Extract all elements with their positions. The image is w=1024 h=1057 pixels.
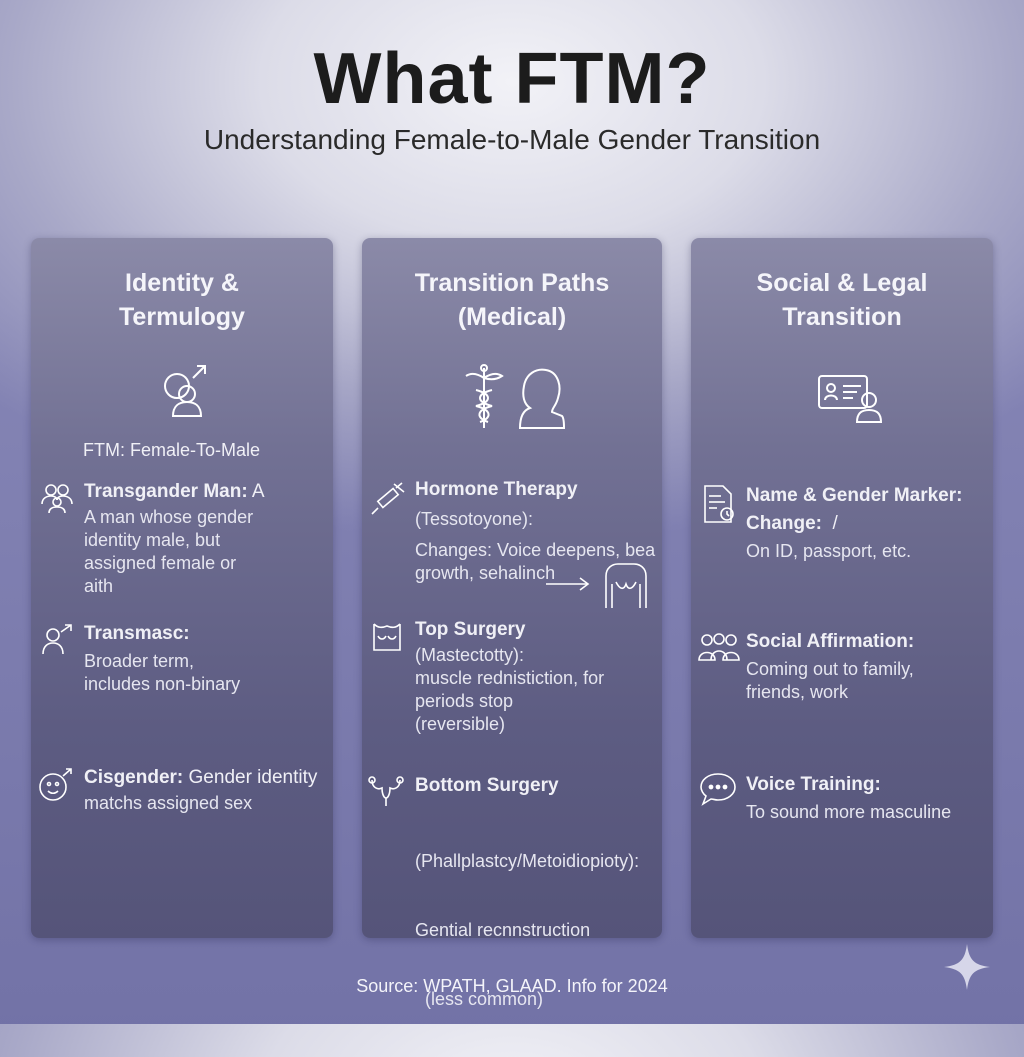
cisgender-heading: Cisgender: xyxy=(84,767,184,788)
group-icon xyxy=(39,482,75,514)
social-affirmation-item: Social Affirmation: Coming out to family… xyxy=(746,630,914,704)
name-gender-marker-line: On ID, passport, etc. xyxy=(746,541,912,561)
face-male-icon xyxy=(37,768,75,802)
transgender-man-heading: Transgander Man: xyxy=(84,481,248,502)
voice-training-item: Voice Training: To sound more masculine xyxy=(746,773,951,824)
syringe-icon xyxy=(370,482,406,516)
page-title: What FTM? xyxy=(313,39,711,119)
transgender-man-heading-tail: A xyxy=(247,481,265,502)
top-surgery-line: periods stop xyxy=(415,691,514,711)
social-panel-title: Social & Legal Transition xyxy=(691,266,993,334)
voice-training-heading: Voice Training: xyxy=(746,774,881,795)
arrow-torso-icon xyxy=(546,562,652,610)
social-affirmation-heading: Social Affirmation: xyxy=(746,631,915,652)
name-gender-marker-heading: Name & Gender Marker: xyxy=(746,485,963,506)
source-footer: Source: WPATH, GLAAD. Info for 2024 xyxy=(356,976,668,996)
hormone-therapy-item: Hormone Therapy (Tessotoyone): Changes: … xyxy=(415,478,655,585)
identity-panel: Identity & Termulogy FTM: Female-To-Male… xyxy=(31,238,333,938)
social-affirmation-line: friends, work xyxy=(746,682,849,702)
medical-panel-title: Transition Paths (Medical) xyxy=(362,266,662,334)
people-icon xyxy=(697,632,741,662)
top-surgery-heading: Top Surgery xyxy=(415,619,526,640)
social-affirmation-line: Coming out to family, xyxy=(746,659,914,679)
cisgender-heading-tail: Gender identity xyxy=(183,767,318,788)
document-icon xyxy=(703,484,737,524)
speech-bubble-icon xyxy=(699,772,737,806)
anatomy-icon xyxy=(368,774,404,808)
name-gender-marker-heading2: Change: xyxy=(746,513,822,534)
voice-training-line: To sound more masculine xyxy=(746,802,952,822)
transmasc-item: Transmasc: Broader term, includes non-bi… xyxy=(84,622,240,696)
sparkle-icon xyxy=(942,942,992,997)
ftm-abbreviation: FTM: Female-To-Male xyxy=(83,440,261,460)
page-subtitle: Understanding Female-to-Male Gender Tran… xyxy=(203,124,821,155)
transgender-man-line: aith xyxy=(84,576,114,596)
top-surgery-line: (Mastectotty): xyxy=(415,645,525,665)
transgender-man-line: identity male, but xyxy=(84,530,221,550)
hormone-therapy-line: (Tessotoyone): xyxy=(415,509,534,529)
top-surgery-item: Top Surgery (Mastectotty): muscle rednis… xyxy=(415,618,604,736)
id-card-icon xyxy=(817,372,885,429)
social-panel: Social & Legal Transition Name & Gender … xyxy=(691,238,993,938)
name-gender-marker-heading2-tail: / xyxy=(822,513,838,534)
hormone-therapy-line: growth, sehalinch xyxy=(415,563,556,583)
name-gender-marker-item: Name & Gender Marker: Change: / On ID, p… xyxy=(746,484,962,563)
medical-title-line2: (Medical) xyxy=(457,303,567,331)
hormone-therapy-heading: Hormone Therapy xyxy=(415,479,578,500)
bottom-surgery-line: Gential recnnstruction xyxy=(415,920,591,940)
identity-panel-title: Identity & Termulogy xyxy=(31,266,333,334)
transgender-man-line: assigned female or xyxy=(84,553,237,573)
social-title-line1: Social & Legal xyxy=(756,269,928,297)
bottom-surgery-item: Bottom Surgery (Phallplastcy/Metoidiopio… xyxy=(415,774,639,1057)
chest-icon xyxy=(370,620,404,654)
transmasc-heading: Transmasc: xyxy=(84,623,190,644)
person-arrow-icon xyxy=(39,624,75,656)
bottom-surgery-line: (less common) xyxy=(415,989,544,1009)
social-title-line2: Transition xyxy=(782,303,902,331)
transgender-man-line: A man whose gender xyxy=(84,507,254,527)
cisgender-line: matchs assigned sex xyxy=(84,793,253,813)
bottom-surgery-heading: Bottom Surgery xyxy=(415,775,559,796)
transgender-man-item: Transgander Man: A A man whose gender id… xyxy=(84,480,265,598)
identity-title-line2: Termulogy xyxy=(119,303,245,331)
bottom-surgery-line: (Phallplastcy/Metoidiopioty): xyxy=(415,851,640,871)
top-surgery-line: muscle rednistiction, for xyxy=(415,668,605,688)
transmasc-line: includes non-binary xyxy=(84,674,241,694)
top-surgery-line: (reversible) xyxy=(415,714,506,734)
caduceus-head-icon xyxy=(462,362,566,437)
medical-title-line1: Transition Paths xyxy=(414,269,610,297)
identity-title-line1: Identity & xyxy=(125,269,239,297)
person-gender-icon xyxy=(159,364,211,423)
hormone-therapy-line: Changes: Voice deepens, bea xyxy=(415,540,656,560)
transmasc-line: Broader term, xyxy=(84,651,195,671)
cisgender-item: Cisgender: Gender identity matchs assign… xyxy=(84,766,317,815)
medical-panel: Transition Paths (Medical) Hormone Thera… xyxy=(362,238,662,1009)
